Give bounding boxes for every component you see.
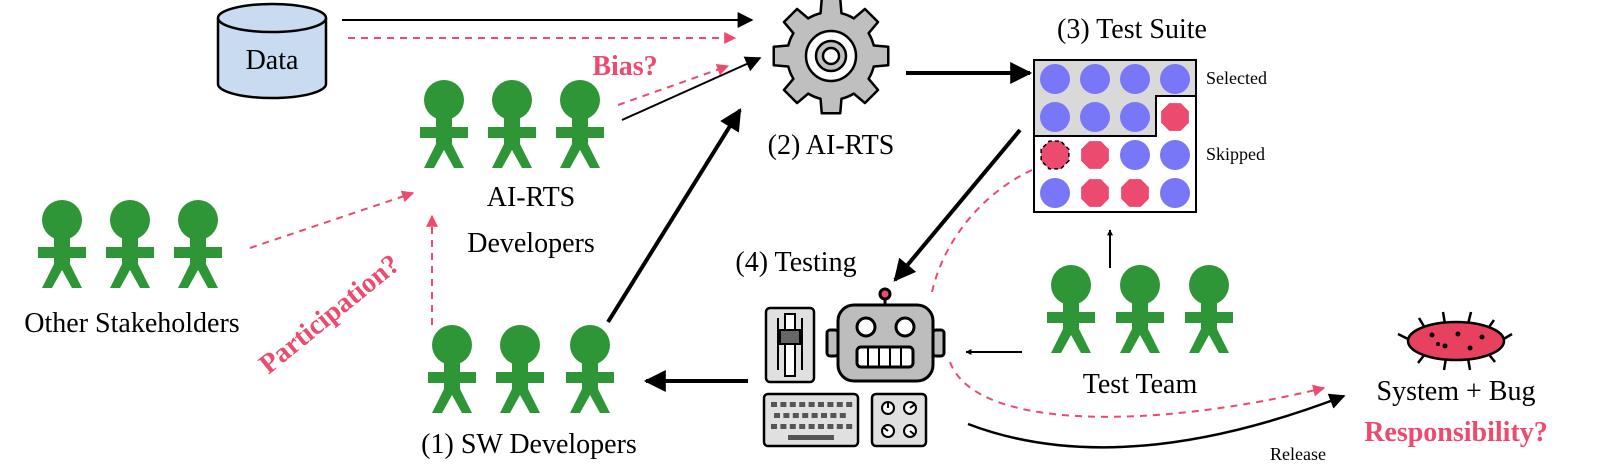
test-case-failing: [1161, 103, 1189, 131]
test-team-label: Test Team: [1083, 369, 1198, 400]
keyboard-key: [780, 402, 787, 407]
ai-rts-developers-group: [420, 80, 604, 168]
system-bug-label: System + Bug: [1377, 376, 1536, 407]
keyboard-key: [821, 413, 827, 418]
bug-icon: [1397, 311, 1513, 371]
arrow-ai-rts-devs-to-ai-rts: [621, 56, 762, 121]
keyboard-key: [808, 402, 815, 407]
knob-panel-icon: [870, 392, 928, 448]
keyboard-key: [836, 424, 843, 429]
dashed-arrow-stakeholders: [249, 190, 415, 249]
keyboard-key: [846, 424, 853, 429]
bias-concern-label: Bias?: [592, 51, 657, 82]
keyboard-key: [846, 402, 853, 407]
keyboard-key: [839, 413, 846, 418]
sw-developers-group: [428, 325, 614, 413]
keyboard-key: [811, 413, 818, 418]
other-stakeholders-label: Other Stakeholders: [24, 308, 239, 339]
selected-region: [1033, 59, 1197, 137]
test-team-group: [1047, 265, 1233, 353]
dashed-arrow-devs-bias: [617, 63, 730, 106]
keyboard-key: [818, 424, 824, 429]
ai-rts-developers-label-line2: Developers: [467, 228, 595, 259]
database-icon: [216, 2, 328, 100]
keyboard-key: [780, 424, 787, 429]
test-case-selected-pass: [1120, 102, 1150, 132]
gear-icon: [772, 0, 890, 115]
test-case-selected-pass: [1080, 102, 1110, 132]
test-case-selected-pass: [1160, 140, 1190, 170]
keyboard-key: [799, 402, 806, 407]
testing-label: (4) Testing: [735, 247, 856, 278]
skipped-label: Skipped: [1206, 144, 1265, 164]
test-case-failing: [1081, 141, 1109, 169]
keyboard-key: [818, 402, 824, 407]
keyboard-key: [827, 424, 834, 429]
ai-rts-developers-label-line1: AI-RTS: [487, 182, 576, 213]
concern-arrows: [249, 32, 1326, 418]
keyboard-key: [827, 402, 834, 407]
selected-label: Selected: [1206, 68, 1267, 88]
test-case-selected-pass: [1040, 178, 1070, 208]
arrow-release: [967, 393, 1346, 449]
test-case-failing: [1121, 179, 1149, 207]
test-case-selected-pass: [1120, 140, 1150, 170]
keyboard-key: [774, 413, 780, 418]
keyboard-key: [802, 413, 809, 418]
test-case-selected-pass: [1160, 178, 1190, 208]
test-case-selected-pass: [1040, 102, 1070, 132]
test-suite-label: (3) Test Suite: [1057, 14, 1207, 45]
keyboard-key: [808, 424, 815, 429]
data-label: Data: [246, 45, 299, 76]
keyboard-key: [792, 413, 799, 418]
test-case-selected-pass: [1040, 64, 1070, 94]
arrow-sw-devs-to-ai-rts: [606, 108, 742, 324]
participation-concern-label: Participation?: [253, 249, 405, 381]
dashed-line-skipped-to-robot: [931, 164, 1045, 293]
keyboard-key: [830, 413, 837, 418]
test-case-failing: [1081, 179, 1109, 207]
test-case-selected-pass: [1120, 64, 1150, 94]
ai-rts-label: (2) AI-RTS: [768, 130, 895, 161]
keyboard-key: [783, 413, 790, 418]
keyboard-key: [789, 402, 796, 407]
sw-developers-label: (1) SW Developers: [421, 429, 637, 460]
keyboard-icon: [762, 392, 860, 448]
robot-icon: [825, 287, 946, 383]
test-case-missed-failure: [1040, 140, 1070, 170]
other-stakeholders-group: [38, 200, 222, 288]
keyboard-spacebar: [788, 435, 834, 440]
test-case-selected-pass: [1160, 64, 1190, 94]
arrow-test-suite-to-testing: [893, 128, 1022, 282]
keyboard-key: [789, 424, 796, 429]
test-case-selected-pass: [1080, 64, 1110, 94]
keyboard-key: [771, 424, 777, 429]
slider-panel-icon: [764, 306, 816, 384]
black-arrows: [342, 12, 1346, 449]
dashed-arrow-responsibility: [949, 361, 1326, 418]
responsibility-concern-label: Responsibility?: [1364, 417, 1548, 448]
release-label: Release: [1270, 444, 1326, 464]
keyboard-key: [836, 402, 843, 407]
keyboard-key: [771, 402, 777, 407]
keyboard-key: [799, 424, 806, 429]
test-suite-grid: [1033, 59, 1197, 213]
